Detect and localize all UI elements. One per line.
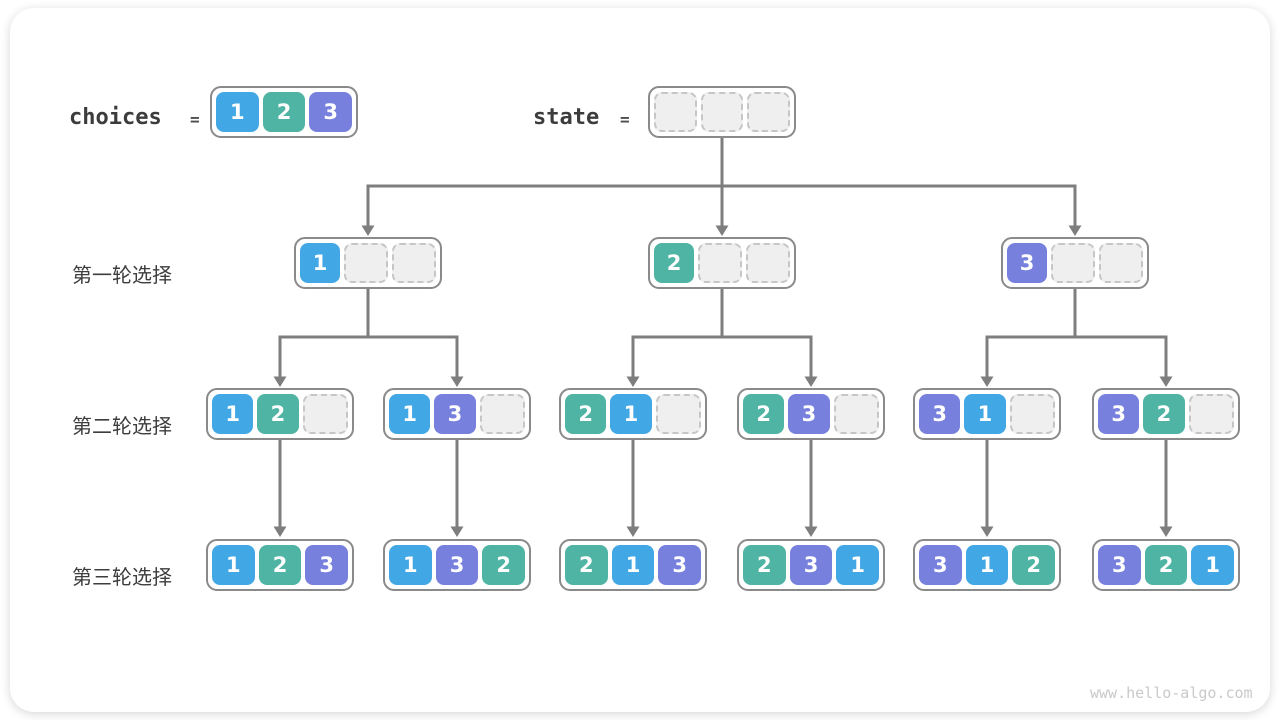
cell-3: 3 — [919, 545, 962, 585]
cell-2: 2 — [262, 92, 306, 132]
cell-3: 3 — [434, 394, 476, 434]
cell-3: 3 — [305, 545, 349, 585]
empty-cell — [392, 243, 436, 283]
empty-cell — [302, 394, 348, 434]
cell-2: 2 — [258, 545, 302, 585]
empty-cell — [479, 394, 525, 434]
cell-1: 1 — [965, 545, 1009, 585]
round-1-label: 第一轮选择 — [72, 263, 172, 287]
empty-cell — [344, 243, 388, 283]
watermark-url: www.hello-algo.com — [1090, 684, 1253, 702]
cell-3: 3 — [1007, 243, 1047, 283]
cell-3: 3 — [1098, 394, 1140, 434]
cell-2: 2 — [743, 545, 786, 585]
empty-cell — [1009, 394, 1055, 434]
empty-cell — [654, 92, 697, 132]
cell-1: 1 — [611, 545, 655, 585]
cell-2: 2 — [1143, 394, 1185, 434]
cell-2: 2 — [743, 394, 785, 434]
empty-cell — [746, 243, 790, 283]
cell-1: 1 — [389, 394, 431, 434]
cell-3: 3 — [309, 92, 353, 132]
state-box-round1-1: 1 — [294, 237, 442, 289]
cell-1: 1 — [212, 545, 255, 585]
cell-1: 1 — [964, 394, 1006, 434]
cell-2: 2 — [482, 545, 526, 585]
cell-1: 1 — [836, 545, 880, 585]
empty-cell — [833, 394, 879, 434]
cell-3: 3 — [788, 394, 830, 434]
cell-3: 3 — [435, 545, 479, 585]
cell-1: 1 — [212, 394, 254, 434]
cell-2: 2 — [1012, 545, 1056, 585]
state-equals-sign: = — [620, 110, 630, 129]
state-box-round1-3: 3 — [1001, 237, 1149, 289]
cell-2: 2 — [257, 394, 299, 434]
cell-2: 2 — [565, 545, 608, 585]
cell-1: 1 — [610, 394, 652, 434]
cell-3: 3 — [919, 394, 961, 434]
cell-3: 3 — [789, 545, 833, 585]
state-label: state — [533, 105, 600, 130]
state-box-root — [648, 86, 796, 138]
empty-cell — [1188, 394, 1234, 434]
cell-1: 1 — [1191, 545, 1235, 585]
choices-label: choices — [69, 105, 162, 130]
cell-2: 2 — [654, 243, 694, 283]
choices-equals-sign: = — [190, 110, 200, 129]
empty-cell — [698, 243, 742, 283]
cell-2: 2 — [1144, 545, 1188, 585]
empty-cell — [700, 92, 744, 132]
empty-cell — [655, 394, 701, 434]
cell-1: 1 — [389, 545, 432, 585]
cell-3: 3 — [1098, 545, 1141, 585]
empty-cell — [1099, 243, 1143, 283]
cell-1: 1 — [216, 92, 259, 132]
empty-cell — [747, 92, 791, 132]
empty-cell — [1051, 243, 1095, 283]
round-3-label: 第三轮选择 — [72, 565, 172, 589]
state-box-round1-2: 2 — [648, 237, 796, 289]
round-2-label: 第二轮选择 — [72, 414, 172, 438]
cell-1: 1 — [300, 243, 340, 283]
cell-2: 2 — [565, 394, 607, 434]
cell-3: 3 — [658, 545, 702, 585]
diagram-card: choices = state = 第一轮选择 第二轮选择 第三轮选择 www.… — [10, 8, 1270, 712]
